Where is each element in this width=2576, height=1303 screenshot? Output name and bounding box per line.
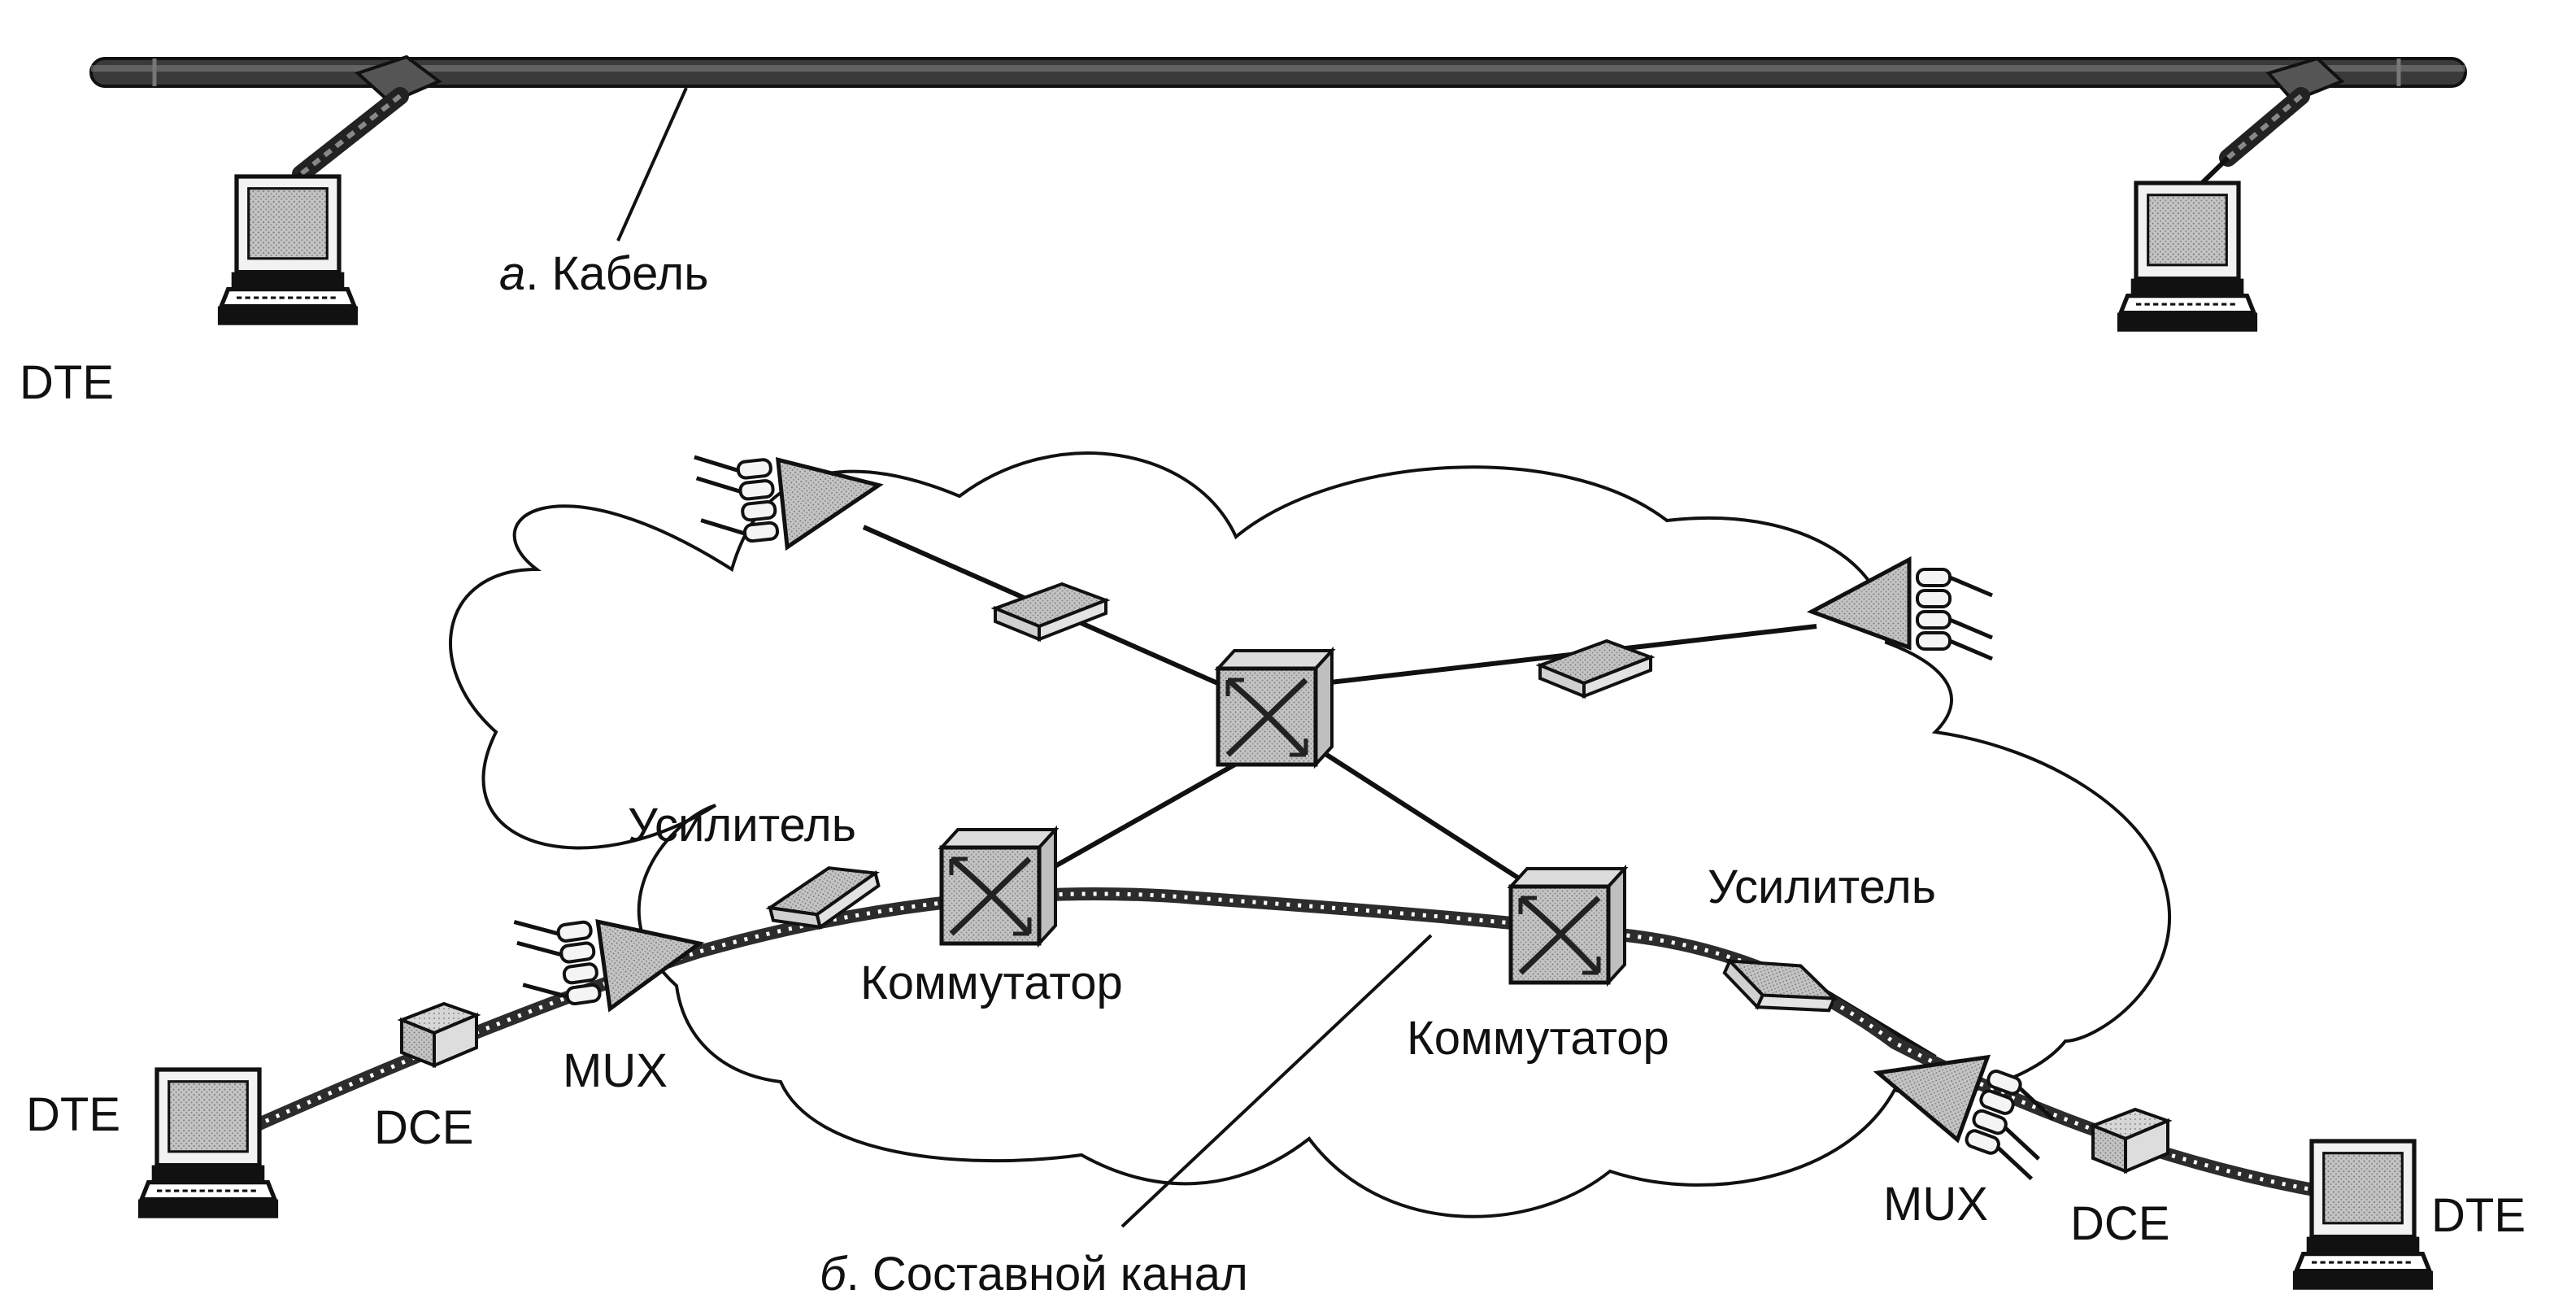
multiplexer-icon [1812, 560, 1992, 659]
dte-label-left: DTE [26, 1088, 120, 1141]
cable-icon [89, 57, 2467, 88]
modem-icon [2091, 1108, 2169, 1173]
caption-b: б. Составной канал [820, 1248, 1248, 1301]
terminal-icon [2117, 183, 2257, 332]
switch-label-left: Коммутатор [860, 957, 1123, 1009]
switch-icon [942, 830, 1055, 943]
dce-label-right: DCE [2070, 1197, 2169, 1250]
multiplexer-icon [694, 438, 885, 556]
caption-a: а. Кабель [499, 247, 709, 300]
dte-label-a: DTE [20, 356, 114, 409]
amplifier-label-left: Усилитель [628, 799, 856, 852]
terminal-icon [218, 176, 358, 325]
switch-icon [1218, 651, 1332, 765]
dte-label-right: DTE [2431, 1189, 2526, 1242]
dce-label-left: DCE [374, 1101, 473, 1154]
mux-label-right: MUX [1883, 1178, 1988, 1231]
mux-label-left: MUX [563, 1044, 668, 1097]
terminal-icon [138, 1070, 278, 1218]
part-b-network: Усилитель Усилитель Коммутатор Коммутато… [26, 438, 2526, 1301]
switch-icon [1511, 869, 1625, 983]
switch-label-right: Коммутатор [1407, 1012, 1669, 1065]
modem-icon [400, 1002, 478, 1067]
part-a-cable: а. Кабель DTE [20, 54, 2467, 409]
amplifier-label-right: Усилитель [1708, 861, 1936, 913]
terminal-icon [2293, 1141, 2433, 1290]
